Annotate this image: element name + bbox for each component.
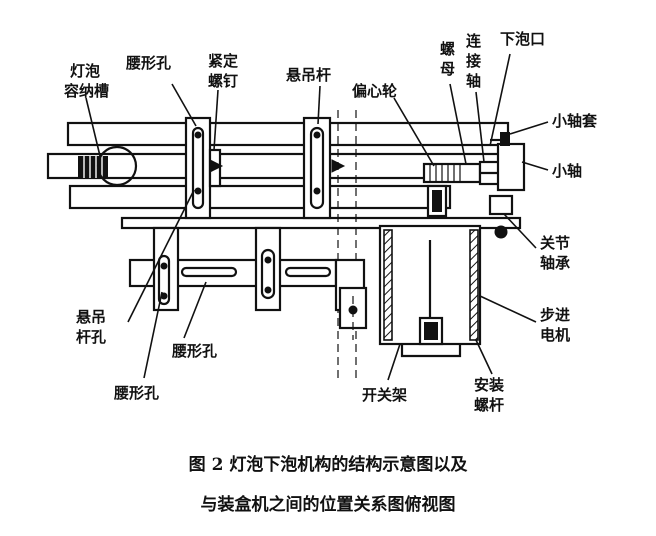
lower-rail [68, 184, 452, 210]
label-kidney-hole-bottom: 腰形孔 [113, 384, 159, 402]
label-conn-shaft-1: 连 [466, 32, 482, 50]
label-eccentric-wheel: 偏心轮 [352, 82, 397, 100]
set-screw-icon [208, 148, 224, 188]
label-mount-screw-2: 螺杆 [474, 396, 504, 414]
lower-block-mid [254, 226, 282, 312]
label-hanger-hole-1: 悬吊 [76, 308, 106, 326]
label-conn-shaft-3: 轴 [466, 72, 481, 90]
label-switch-frame: 开关架 [362, 386, 407, 404]
small-bracket [338, 286, 368, 340]
label-stepper-motor-1: 步进 [540, 306, 570, 324]
label-joint-bearing-1: 关节 [540, 234, 570, 252]
label-conn-shaft-2: 接 [466, 52, 481, 70]
label-set-screw-1: 紧定 [208, 52, 238, 70]
hanger-plate-left [184, 116, 212, 220]
center-lines [337, 110, 357, 380]
stepper-motor-icon [378, 224, 482, 358]
kidney-slot-horizontal [180, 266, 332, 278]
label-nut-1: 螺 [440, 40, 455, 58]
label-hanger-hole-2: 杆孔 [76, 328, 106, 346]
label-small-sleeve: 小轴套 [552, 112, 598, 130]
label-bulb-outlet: 下泡口 [500, 30, 545, 48]
label-joint-bearing-2: 轴承 [540, 254, 570, 272]
label-small-shaft: 小轴 [552, 162, 582, 180]
label-kidney-hole-mid: 腰形孔 [171, 342, 217, 360]
lower-block-left [152, 226, 180, 312]
hanger-plate-right [302, 116, 346, 220]
eccentric-wheel-icon [422, 162, 482, 218]
leader-lines [85, 53, 549, 381]
label-bulb-slot-1: 灯泡 [70, 62, 100, 80]
label-kidney-hole-top: 腰形孔 [125, 54, 171, 72]
joint-bearing-icon [488, 194, 514, 239]
caption-line-1: 图 2 灯泡下泡机构的结构示意图以及 [189, 454, 469, 475]
bulb-slot-icon [78, 145, 138, 187]
label-set-screw-2: 螺钉 [208, 72, 238, 90]
label-mount-screw-1: 安装 [474, 376, 505, 394]
small-sleeve-icon [490, 132, 526, 192]
caption-line-2: 与装盒机之间的位置关系图俯视图 [201, 494, 456, 515]
label-nut-2: 母 [440, 60, 455, 78]
upper-rail [66, 121, 510, 147]
label-hanger-rod: 悬吊杆 [286, 66, 331, 84]
label-bulb-slot-2: 容纳槽 [63, 82, 109, 100]
label-stepper-motor-2: 电机 [540, 326, 570, 344]
